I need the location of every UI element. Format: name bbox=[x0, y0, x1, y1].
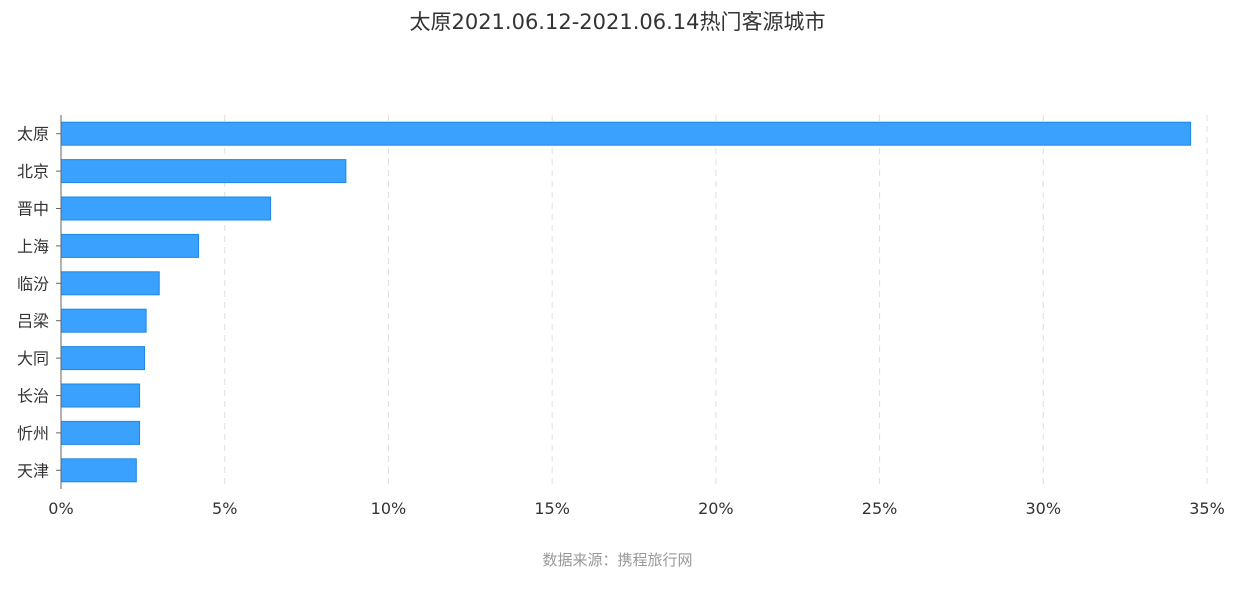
bar bbox=[60, 346, 145, 371]
bar bbox=[60, 308, 147, 333]
axes bbox=[56, 115, 62, 489]
bar bbox=[60, 196, 272, 221]
category-label: 北京 bbox=[17, 162, 49, 181]
bar bbox=[60, 420, 141, 445]
bars bbox=[60, 121, 1192, 483]
x-tick-label: 25% bbox=[862, 499, 898, 518]
category-label: 临汾 bbox=[17, 274, 49, 293]
x-tick-label: 35% bbox=[1189, 499, 1225, 518]
category-label: 长治 bbox=[17, 387, 49, 406]
category-label: 晋中 bbox=[17, 200, 49, 219]
bar bbox=[60, 271, 160, 296]
chart-title: 太原2021.06.12-2021.06.14热门客源城市 bbox=[409, 10, 826, 34]
x-tick-labels: 0% 5% 10% 15% 20% 25% 30% 35% bbox=[48, 499, 1224, 518]
bar bbox=[60, 159, 347, 184]
category-label: 上海 bbox=[17, 237, 49, 256]
bar bbox=[60, 458, 137, 483]
bar bbox=[60, 233, 200, 258]
x-tick-label: 5% bbox=[212, 499, 237, 518]
x-tick-label: 20% bbox=[698, 499, 734, 518]
category-label: 天津 bbox=[17, 461, 49, 480]
x-tick-label: 10% bbox=[371, 499, 407, 518]
category-label: 大同 bbox=[17, 349, 49, 368]
data-source-note: 数据来源：携程旅行网 bbox=[542, 551, 693, 569]
category-label: 太原 bbox=[17, 125, 49, 144]
x-tick-label: 30% bbox=[1026, 499, 1062, 518]
x-tick-label: 0% bbox=[48, 499, 73, 518]
x-tick-label: 15% bbox=[534, 499, 570, 518]
grid-lines bbox=[224, 115, 1208, 489]
bar bbox=[60, 121, 1192, 146]
category-label: 忻州 bbox=[17, 424, 49, 443]
category-label: 吕梁 bbox=[17, 312, 49, 331]
bar bbox=[60, 383, 141, 408]
